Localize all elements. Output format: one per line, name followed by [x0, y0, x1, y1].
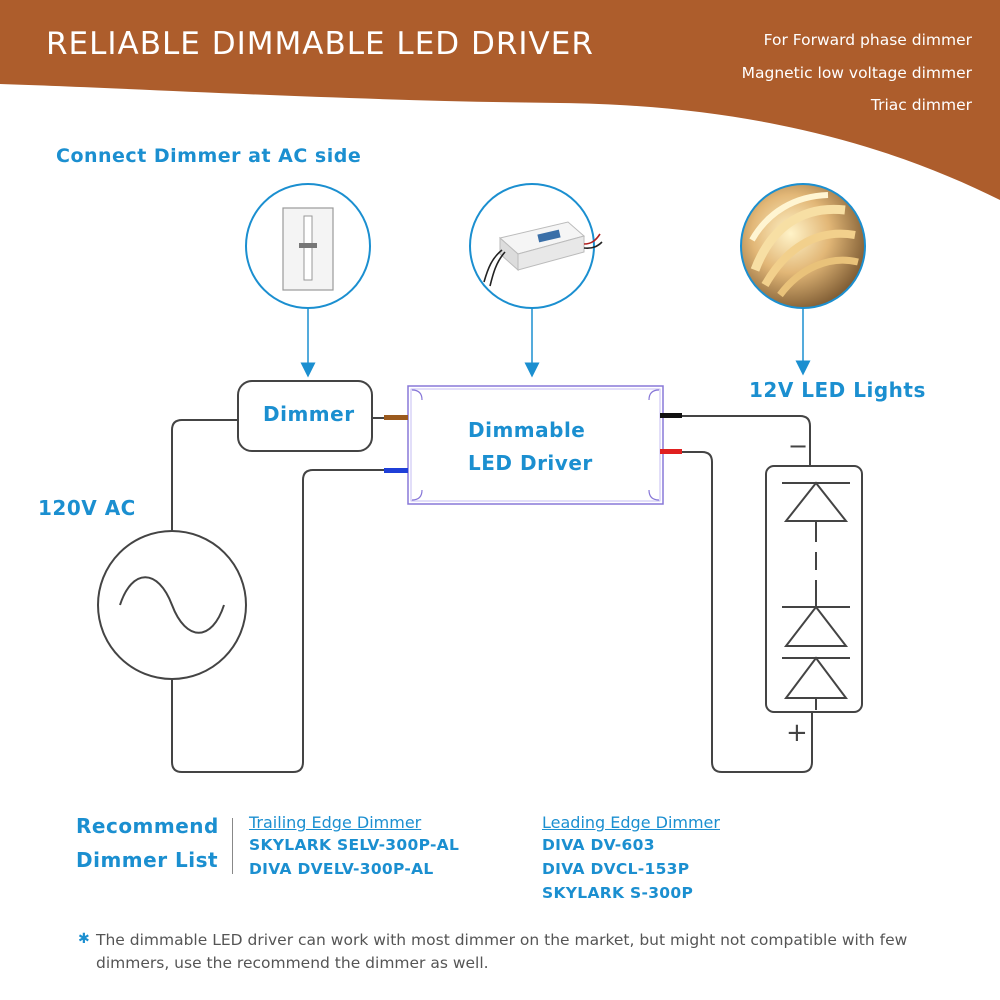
feature-triac: Triac dimmer [870, 96, 972, 114]
leading-item-1: DIVA DV-603 [542, 836, 655, 854]
driver-label-line2: LED Driver [468, 451, 593, 475]
positive-terminal-label: + [786, 718, 808, 748]
feature-forward-phase: For Forward phase dimmer [763, 31, 972, 49]
lights-label: 12V LED Lights [749, 378, 926, 402]
footnote-star-icon: ✱ [78, 931, 90, 947]
leading-item-3: SKYLARK S-300P [542, 884, 694, 902]
ac-source-symbol [97, 530, 247, 680]
header-band [0, 0, 1000, 200]
dimmer-block [237, 380, 373, 452]
page-title: RELIABLE DIMMABLE LED DRIVER [46, 26, 594, 62]
lead-wire-stubs [384, 413, 682, 473]
circuit-wires [171, 415, 813, 773]
dimmer-switch-icon [245, 183, 371, 309]
leading-item-2: DIVA DVCL-153P [542, 860, 690, 878]
led-array-symbol [765, 465, 863, 713]
source-label: 120V AC [38, 496, 136, 520]
negative-terminal-label: − [788, 432, 809, 460]
led-strip-icon [740, 183, 866, 309]
trailing-edge-heading: Trailing Edge Dimmer [249, 813, 422, 832]
icon-connectors [300, 308, 811, 378]
led-driver-icon [469, 183, 603, 309]
recommend-title-line2: Dimmer List [76, 848, 219, 872]
recommend-divider [232, 818, 233, 874]
recommend-title-line1: Recommend [76, 814, 219, 838]
leading-edge-heading: Leading Edge Dimmer [542, 813, 720, 832]
dimmer-label: Dimmer [263, 402, 355, 426]
feature-magnetic-low-voltage: Magnetic low voltage dimmer [741, 64, 972, 82]
trailing-item-1: SKYLARK SELV-300P-AL [249, 836, 460, 854]
footnote: The dimmable LED driver can work with mo… [96, 931, 908, 972]
diagram-subtitle: Connect Dimmer at AC side [56, 145, 362, 167]
led-driver-block [407, 385, 664, 505]
trailing-item-2: DIVA DVELV-300P-AL [249, 860, 434, 878]
driver-label-line1: Dimmable [468, 418, 586, 442]
